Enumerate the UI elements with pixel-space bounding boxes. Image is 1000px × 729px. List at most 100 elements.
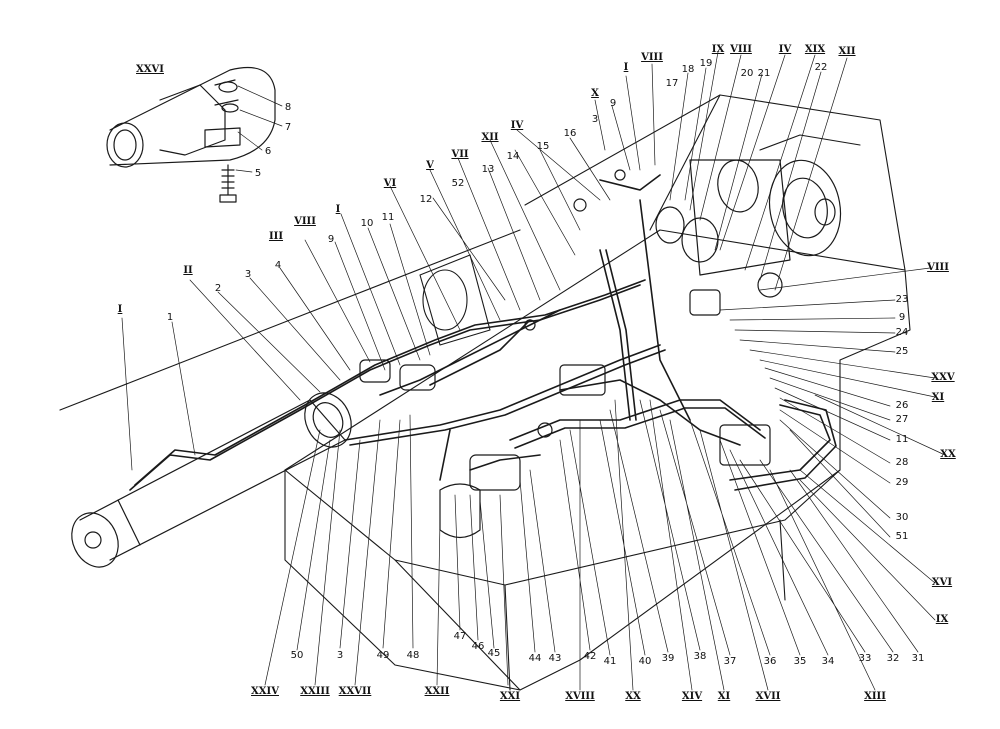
hydraulic-lines bbox=[129, 174, 837, 491]
chassis-outline bbox=[59, 94, 911, 691]
callout-label: IV bbox=[510, 120, 524, 131]
callout-label: 17 bbox=[665, 78, 679, 89]
callout-label: 11 bbox=[381, 212, 395, 223]
callout-label: 9 bbox=[327, 234, 335, 245]
callout-label: 3 bbox=[591, 114, 599, 125]
callout-label: 31 bbox=[911, 653, 925, 664]
callout-label: 51 bbox=[895, 531, 909, 542]
callout-label: 23 bbox=[895, 294, 909, 305]
callout-label: VIII bbox=[927, 262, 949, 273]
callout-label: 6 bbox=[264, 146, 272, 157]
callout-label: III bbox=[268, 231, 284, 242]
callout-label: 27 bbox=[895, 414, 909, 425]
callout-label: 29 bbox=[895, 477, 909, 488]
callout-label: XX bbox=[625, 691, 641, 702]
callout-label: 33 bbox=[858, 653, 872, 664]
boom-cylinder bbox=[71, 392, 352, 568]
callout-label: 25 bbox=[895, 346, 909, 357]
callout-label: 39 bbox=[661, 653, 675, 664]
callout-label: XI bbox=[717, 691, 731, 702]
callout-label: 30 bbox=[895, 512, 909, 523]
callout-label: 21 bbox=[757, 68, 771, 79]
callout-label: XXIII bbox=[300, 686, 330, 697]
callout-label: V bbox=[426, 160, 434, 171]
callout-label: 3 bbox=[336, 650, 344, 661]
callout-label: I bbox=[117, 304, 123, 315]
callout-label: 24 bbox=[895, 327, 909, 338]
callout-label: 13 bbox=[481, 164, 495, 175]
callout-label: 40 bbox=[638, 656, 652, 667]
leader-lines bbox=[121, 51, 946, 691]
callout-label: X bbox=[591, 88, 599, 99]
callout-label: 28 bbox=[895, 457, 909, 468]
winch-drums bbox=[655, 159, 842, 276]
callout-label: VII bbox=[451, 149, 469, 160]
callout-label: 4 bbox=[274, 260, 282, 271]
callout-label: 22 bbox=[814, 62, 828, 73]
callout-label: 52 bbox=[451, 178, 465, 189]
callout-label: 38 bbox=[693, 651, 707, 662]
callout-label: 7 bbox=[284, 122, 292, 133]
callout-label: 9 bbox=[609, 98, 617, 109]
callout-label: 43 bbox=[548, 653, 562, 664]
callout-label: 36 bbox=[763, 656, 777, 667]
callout-label: XX bbox=[940, 449, 956, 460]
callout-label: 49 bbox=[376, 650, 390, 661]
callout-label: 37 bbox=[723, 656, 737, 667]
valve-blocks bbox=[359, 169, 783, 539]
callout-label: 5 bbox=[254, 168, 262, 179]
callout-label: I bbox=[623, 62, 629, 73]
callout-label: VIII bbox=[730, 44, 752, 55]
callout-label: 8 bbox=[284, 102, 292, 113]
callout-label: 2 bbox=[214, 283, 222, 294]
callout-label: 42 bbox=[583, 651, 597, 662]
callout-label: 48 bbox=[406, 650, 420, 661]
callout-label: 14 bbox=[506, 151, 520, 162]
callout-label: II bbox=[183, 265, 193, 276]
callout-label: 26 bbox=[895, 400, 909, 411]
callout-label: XIV bbox=[681, 691, 703, 702]
callout-label: IX bbox=[711, 44, 725, 55]
callout-label: 16 bbox=[563, 128, 577, 139]
callout-label: XXI bbox=[499, 691, 521, 702]
callout-label: 47 bbox=[453, 631, 467, 642]
callout-label: 44 bbox=[528, 653, 542, 664]
callout-label: XII bbox=[481, 132, 499, 143]
callout-label: 41 bbox=[603, 656, 617, 667]
inset-clamp-detail bbox=[106, 66, 276, 203]
callout-label: XVII bbox=[755, 691, 781, 702]
callout-label: 32 bbox=[886, 653, 900, 664]
callout-label: 46 bbox=[471, 641, 485, 652]
callout-label: XXV bbox=[931, 372, 955, 383]
callout-label: 9 bbox=[898, 312, 906, 323]
callout-label: IV bbox=[778, 44, 792, 55]
callout-label: XIX bbox=[804, 44, 826, 55]
callout-label: 50 bbox=[290, 650, 304, 661]
callout-label: XXVII bbox=[338, 686, 372, 697]
callout-label: 19 bbox=[699, 58, 713, 69]
callout-label: 35 bbox=[793, 656, 807, 667]
inset-title: XXVI bbox=[136, 64, 164, 75]
callout-label: 3 bbox=[244, 269, 252, 280]
callout-label: 12 bbox=[419, 194, 433, 205]
callout-label: XXIV bbox=[251, 686, 279, 697]
callout-label: IX bbox=[935, 614, 949, 625]
callout-label: VI bbox=[383, 178, 397, 189]
callout-label: 15 bbox=[536, 141, 550, 152]
callout-label: VIII bbox=[641, 52, 663, 63]
callout-label: I bbox=[335, 204, 341, 215]
callout-label: XIII bbox=[864, 691, 886, 702]
callout-label: XVI bbox=[931, 577, 953, 588]
callout-label: 20 bbox=[740, 68, 754, 79]
callout-label: 18 bbox=[681, 64, 695, 75]
callout-label: 11 bbox=[895, 434, 909, 445]
callout-label: XVIII bbox=[565, 691, 595, 702]
callout-label: XXII bbox=[424, 686, 450, 697]
callout-label: 34 bbox=[821, 656, 835, 667]
callout-label: 45 bbox=[487, 648, 501, 659]
callout-label: XI bbox=[931, 392, 945, 403]
callout-label: 10 bbox=[360, 218, 374, 229]
callout-label: XII bbox=[838, 46, 856, 57]
